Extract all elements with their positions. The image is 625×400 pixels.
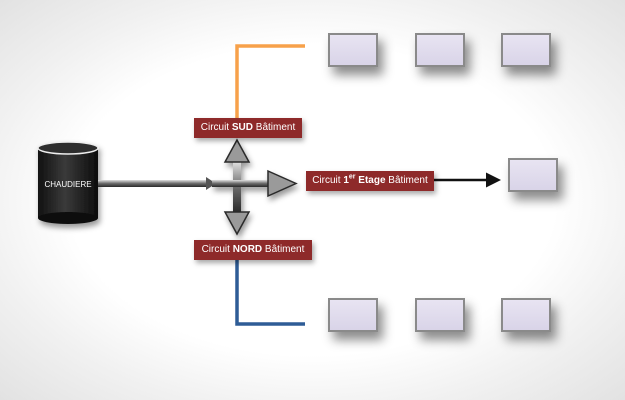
circuit-etage-num: 1 [343,175,349,186]
circuit-sud-bold: SUD [231,122,253,133]
circuit-etage-label: Circuit 1er Etage Bâtiment [306,171,434,191]
circuit-nord-prefix: Circuit [201,244,233,255]
circuit-sud-label: Circuit SUD Bâtiment [194,118,302,138]
nord-circuit-pipe [235,260,305,326]
sud-circuit-pipe [235,44,305,118]
etage-room-1 [508,158,558,192]
circuit-etage-sup: er [348,173,356,181]
main-feed-pipe [98,177,216,190]
circuit-sud-suffix: Bâtiment [253,122,296,133]
nord-room-1 [328,298,378,332]
arrow-right-icon [267,169,298,198]
sud-room-3 [501,33,551,67]
circuit-nord-label: Circuit NORD Bâtiment [194,240,312,260]
circuit-sud-prefix: Circuit [200,122,232,133]
nord-room-2 [415,298,465,332]
circuit-etage-suffix: Bâtiment [385,175,428,186]
circuit-etage-bold: Etage [355,175,386,186]
circuit-nord-bold: NORD [232,244,263,255]
sud-room-1 [328,33,378,67]
sud-room-2 [415,33,465,67]
circuit-etage-prefix: Circuit [312,175,344,186]
nord-room-3 [501,298,551,332]
distribution-cross [212,138,298,236]
boiler-cylinder [37,141,99,224]
arrow-down-icon [223,211,251,236]
circuit-nord-suffix: Bâtiment [262,244,305,255]
boiler-label: CHAUDIERE [44,180,92,189]
arrow-up-icon [223,138,251,163]
